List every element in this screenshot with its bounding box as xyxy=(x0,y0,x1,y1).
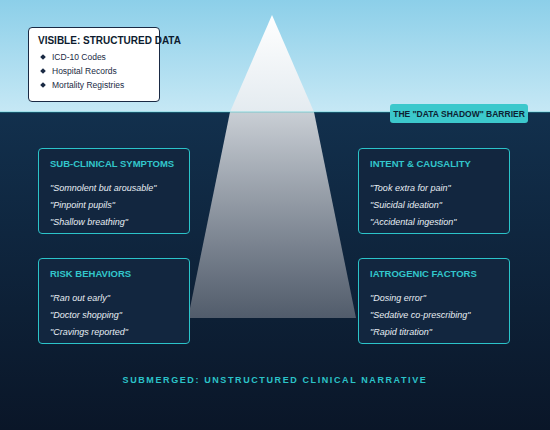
bullet-item: ICD-10 Codes xyxy=(38,50,150,64)
quote-item: "Accidental ingestion" xyxy=(370,214,498,231)
category-heading: IATROGENIC FACTORS xyxy=(370,268,498,280)
category-box: IATROGENIC FACTORS "Dosing error""Sedativ… xyxy=(358,258,510,344)
quote-item: "Doctor shopping" xyxy=(50,307,178,324)
category-box: SUB-CLINICAL SYMPTOMS "Somnolent but arou… xyxy=(38,148,190,234)
quote-item: "Ran out early" xyxy=(50,290,178,307)
callout-heading: VISIBLE: STRUCTURED DATA xyxy=(38,34,150,47)
barrier-tag: THE "DATA SHADOW" BARRIER xyxy=(390,104,528,123)
section-caption: SUBMERGED: UNSTRUCTURED CLINICAL NARRATI… xyxy=(123,375,428,385)
sky xyxy=(0,0,550,112)
category-box: INTENT & CAUSALITY"Took extra for pain""… xyxy=(358,148,510,234)
quote-item: "Dosing error" xyxy=(370,290,498,307)
divider-line xyxy=(65,381,122,382)
quote-item: "Shallow breathing" xyxy=(50,214,178,231)
quote-item: "Suicidal ideation" xyxy=(370,197,498,214)
submerged-iceberg xyxy=(188,112,356,318)
quote-item: "Sedative co-prescribing" xyxy=(370,307,498,324)
tag-text: THE "DATA SHADOW" BARRIER xyxy=(393,109,525,119)
divider-line xyxy=(428,381,485,382)
category-heading: SUB-CLINICAL SYMPTOMS xyxy=(50,158,178,170)
iceberg-tip xyxy=(230,15,314,112)
bullet-item: Mortality Registries xyxy=(38,78,150,92)
quote-item: "Rapid titration" xyxy=(370,324,498,341)
category-heading: INTENT & CAUSALITY xyxy=(370,158,498,170)
category-heading: RISK BEHAVIORS xyxy=(50,268,178,280)
water xyxy=(0,112,550,430)
category-box: RISK BEHAVIORS "Ran out early""Doctor sho… xyxy=(38,258,190,344)
quote-item: "Somnolent but arousable" xyxy=(50,180,178,197)
quote-item: "Cravings reported" xyxy=(50,324,178,341)
bullet-item: Hospital Records xyxy=(38,64,150,78)
quote-item: "Took extra for pain" xyxy=(370,180,498,197)
quote-item: "Pinpoint pupils" xyxy=(50,197,178,214)
visible-data-callout: VISIBLE: STRUCTURED DATA ICD-10 CodesHosp… xyxy=(28,27,160,102)
